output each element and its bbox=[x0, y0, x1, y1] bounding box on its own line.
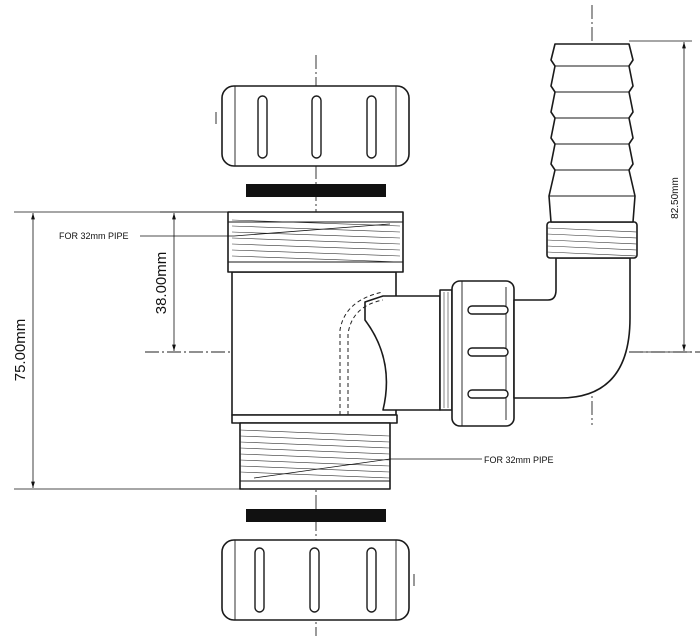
overall-height-label: 75.00mm bbox=[12, 319, 29, 382]
centre-height-dimension: 38.00mm bbox=[153, 211, 228, 351]
top-seal-washer bbox=[246, 184, 386, 197]
bottom-pipe-label: FOR 32mm PIPE bbox=[484, 455, 554, 465]
top-pipe-callout: FOR 32mm PIPE bbox=[59, 223, 391, 241]
side-compression-nut bbox=[451, 280, 515, 427]
tee-body bbox=[227, 211, 404, 490]
centre-height-label: 38.00mm bbox=[153, 252, 170, 315]
spigot-height-dimension: 82.50mm bbox=[629, 40, 692, 353]
bottom-thread bbox=[239, 429, 391, 482]
bottom-compression-nut bbox=[221, 539, 415, 621]
side-branch bbox=[339, 289, 453, 415]
bottom-seal-washer bbox=[246, 509, 386, 522]
top-compression-nut bbox=[215, 85, 410, 167]
overall-height-dimension: 75.00mm bbox=[12, 211, 244, 490]
bottom-pipe-callout: FOR 32mm PIPE bbox=[253, 455, 554, 479]
top-pipe-label: FOR 32mm PIPE bbox=[59, 231, 129, 241]
spigot-height-label: 82.50mm bbox=[670, 177, 681, 219]
elbow-spigot bbox=[513, 43, 638, 399]
